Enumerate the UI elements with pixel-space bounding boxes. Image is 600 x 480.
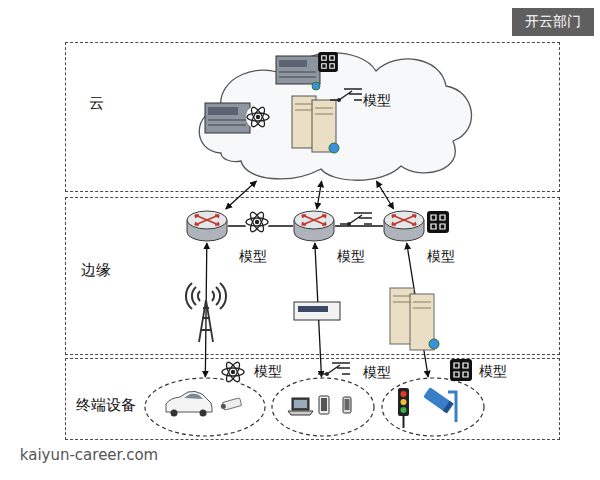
connector bbox=[335, 225, 383, 226]
model-label: 模型 bbox=[239, 249, 267, 264]
model-label: 模型 bbox=[363, 93, 391, 108]
device-group: 模型 bbox=[144, 377, 266, 437]
camera bbox=[220, 398, 242, 411]
layer-band: 模型模型模型终端设备 bbox=[65, 358, 560, 440]
terminal-icons bbox=[221, 359, 472, 384]
model-label: 模型 bbox=[363, 365, 391, 380]
model-label: 模型 bbox=[337, 249, 365, 264]
group-ellipse bbox=[381, 377, 485, 437]
connector bbox=[226, 181, 257, 209]
router-node: 模型 bbox=[293, 209, 335, 243]
surveillance-camera bbox=[423, 387, 456, 422]
watermark-tag: 开云部门 bbox=[512, 8, 594, 36]
connector bbox=[407, 243, 428, 377]
group-ellipse bbox=[144, 377, 266, 437]
traffic-light bbox=[398, 388, 409, 428]
model-label: 模型 bbox=[427, 249, 455, 264]
connector bbox=[315, 243, 322, 377]
connector bbox=[205, 243, 206, 377]
edge-box bbox=[294, 302, 340, 320]
device-group: 模型 bbox=[271, 377, 375, 437]
layer-label: 终端设备 bbox=[76, 397, 136, 414]
layer-band: 模型模型模型边缘 bbox=[65, 197, 560, 355]
watermark-url: kaiyun-career.com bbox=[8, 440, 170, 470]
personal-devices bbox=[288, 396, 351, 415]
cloud-shape: 模型 bbox=[191, 41, 476, 181]
connector bbox=[317, 181, 322, 209]
router-icon bbox=[293, 209, 335, 243]
group-ellipse bbox=[271, 377, 375, 437]
car bbox=[166, 391, 212, 416]
router-icon bbox=[186, 209, 228, 243]
connector bbox=[228, 225, 293, 226]
connector bbox=[376, 181, 393, 209]
edge-servers bbox=[390, 288, 439, 350]
cloud-outline bbox=[191, 41, 476, 181]
antenna-tower bbox=[186, 283, 226, 342]
device-group: 模型 bbox=[381, 377, 485, 437]
router-icon bbox=[383, 209, 425, 243]
layer-band: 模型 云 bbox=[65, 42, 560, 192]
layer-label: 边缘 bbox=[81, 262, 111, 279]
router-node: 模型 bbox=[383, 209, 425, 243]
model-label: 模型 bbox=[254, 364, 282, 379]
model-label: 模型 bbox=[479, 364, 507, 379]
router-node: 模型 bbox=[186, 209, 228, 243]
layer-label: 云 bbox=[89, 95, 104, 112]
